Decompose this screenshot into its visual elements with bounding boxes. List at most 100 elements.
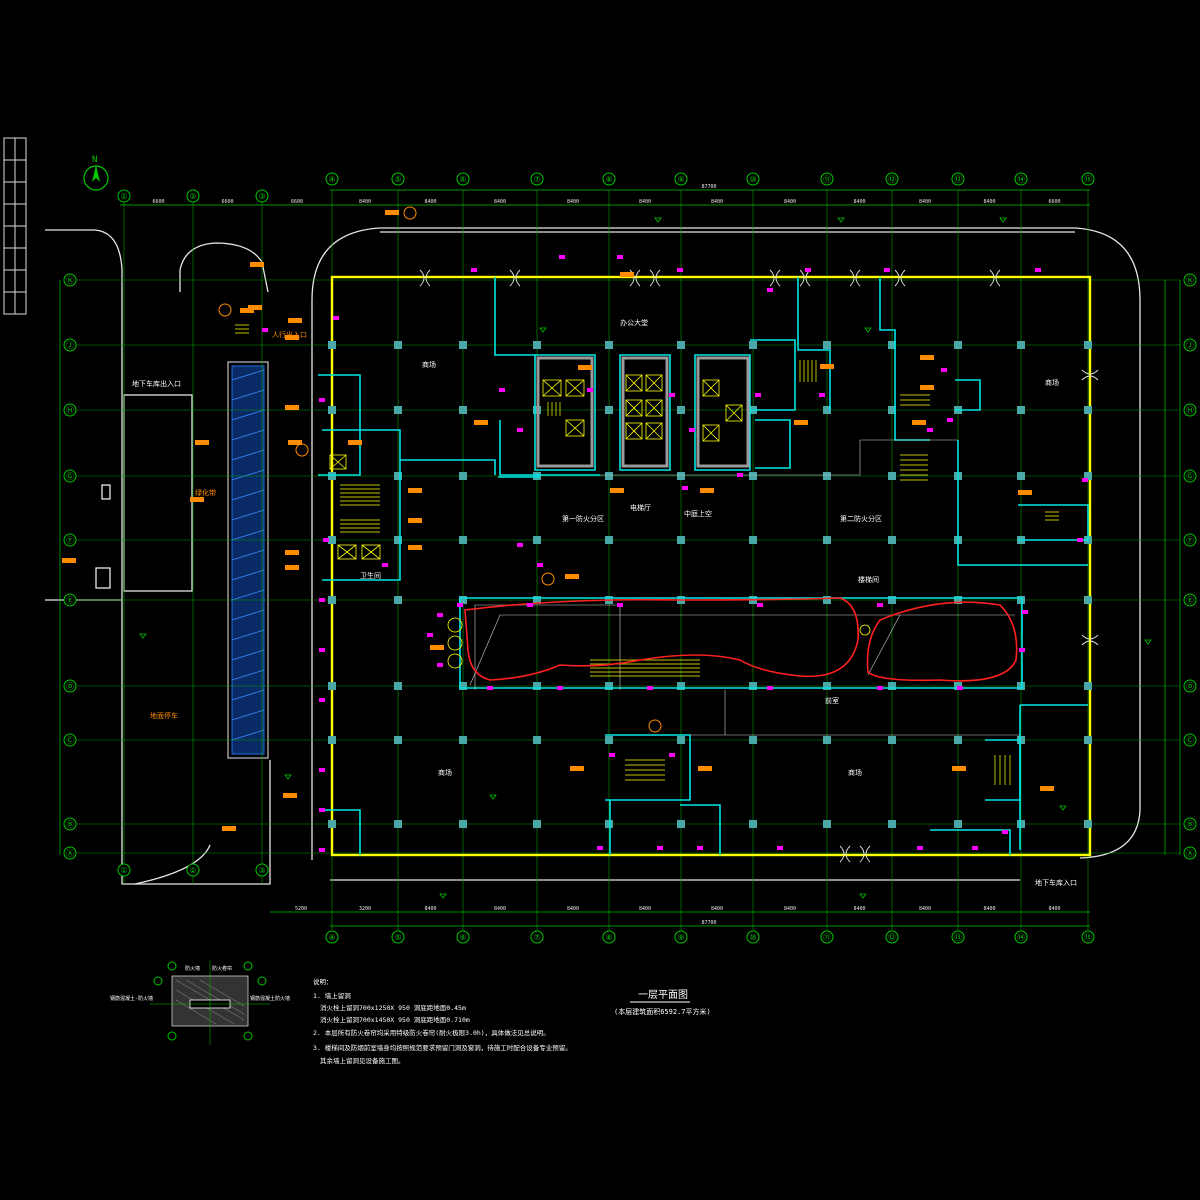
column-bubble-top: ⑧ [602,172,616,186]
marker [437,663,443,667]
building-facade [330,275,1092,857]
label-shop-ne: 商场 [1045,378,1059,387]
svg-text:⑬: ⑬ [954,933,962,942]
svg-text:Ⓗ: Ⓗ [1186,406,1194,415]
column-bubble-bottom: ① [117,863,131,877]
column-bubble-top: ⑪ [820,172,834,186]
detail-label-left: 钢筋混凝土-防火墙 [110,995,153,1002]
column [823,472,831,480]
marker [884,268,890,272]
svg-text:Ⓗ: Ⓗ [66,406,74,415]
column [888,341,896,349]
svg-text:⑮: ⑮ [1084,175,1092,184]
svg-text:⑩: ⑩ [749,933,756,942]
column [954,341,962,349]
bottom-span-dim: 8400 [567,906,579,912]
svg-text:⑫: ⑫ [888,175,896,184]
marker [947,418,953,422]
svg-text:④: ④ [328,175,335,184]
svg-text:Ⓕ: Ⓕ [1186,536,1194,545]
marker [1002,830,1008,834]
column [328,736,336,744]
svg-text:Ⓚ: Ⓚ [1186,276,1194,285]
marker [319,848,325,852]
marker [767,686,773,690]
bottom-span-dim: 8400 [424,906,436,912]
column-bubble-top: ⑤ [391,172,405,186]
column-bubble-bottom: ⑬ [951,930,965,944]
thin-lines [469,439,1020,736]
marker [777,846,783,850]
svg-text:Ⓖ: Ⓖ [1186,472,1194,481]
column [605,406,613,414]
detail-top-2: 防火卷帘 [212,965,232,972]
label-stair: 楼梯间 [858,575,879,584]
column-bubble-bottom: ⑪ [820,930,834,944]
column [888,536,896,544]
marker [647,686,653,690]
north-arrow-icon: N [83,155,109,191]
top-span-dim: 8400 [919,199,931,205]
column [328,536,336,544]
marker [499,388,505,392]
label-ground-entry: 地下车库入口 [1035,878,1077,887]
top-span-dim: 6600 [221,199,233,205]
marker [319,698,325,702]
entrance-doors [419,269,1099,863]
marker [427,633,433,637]
column-bubble-bottom: ⑮ [1081,930,1095,944]
svg-text:⑪: ⑪ [823,175,831,184]
column [1084,406,1092,414]
marker [609,753,615,757]
column [677,536,685,544]
column [823,341,831,349]
row-bubble-left: Ⓒ [63,733,77,747]
marker [1082,478,1088,482]
label-shop-sw: 商场 [438,768,452,777]
marker [1022,610,1028,614]
parking-ramp [227,361,269,759]
escalator-symbols [447,617,871,669]
column [823,736,831,744]
svg-text:Ⓖ: Ⓖ [66,472,74,481]
row-bubble-right: Ⓙ [1183,338,1197,352]
svg-text:②: ② [189,192,196,201]
marker [819,393,825,397]
top-span-dim: 8400 [711,199,723,205]
marker [517,543,523,547]
top-span-dim: 6600 [1048,199,1060,205]
column [888,820,896,828]
column [1017,682,1025,690]
column [1084,682,1092,690]
column [533,472,541,480]
column [954,596,962,604]
label-atrium-note: 中庭上空 [684,509,712,518]
marker [559,255,565,259]
column [394,736,402,744]
column [459,536,467,544]
marker [767,288,773,292]
column [954,736,962,744]
marker [1035,268,1041,272]
svg-text:Ⓑ: Ⓑ [1186,820,1194,829]
column [749,682,757,690]
marker [517,428,523,432]
column [677,472,685,480]
row-bubble-right: Ⓗ [1183,403,1197,417]
svg-text:⑤: ⑤ [394,175,401,184]
marker [537,563,543,567]
marker [657,846,663,850]
top-span-dim: 8400 [853,199,865,205]
label-elev-hall: 电梯厅 [630,503,651,512]
label-parking: 地面停车 [150,711,178,720]
bottom-span-dim: 8400 [784,906,796,912]
title-block [3,137,27,315]
column [328,341,336,349]
svg-text:⑭: ⑭ [1017,175,1025,184]
column-bubble-top: ⑭ [1014,172,1028,186]
row-bubble-right: Ⓖ [1183,469,1197,483]
column [888,472,896,480]
column [328,820,336,828]
structural-columns [328,341,1092,828]
svg-text:⑨: ⑨ [677,933,684,942]
